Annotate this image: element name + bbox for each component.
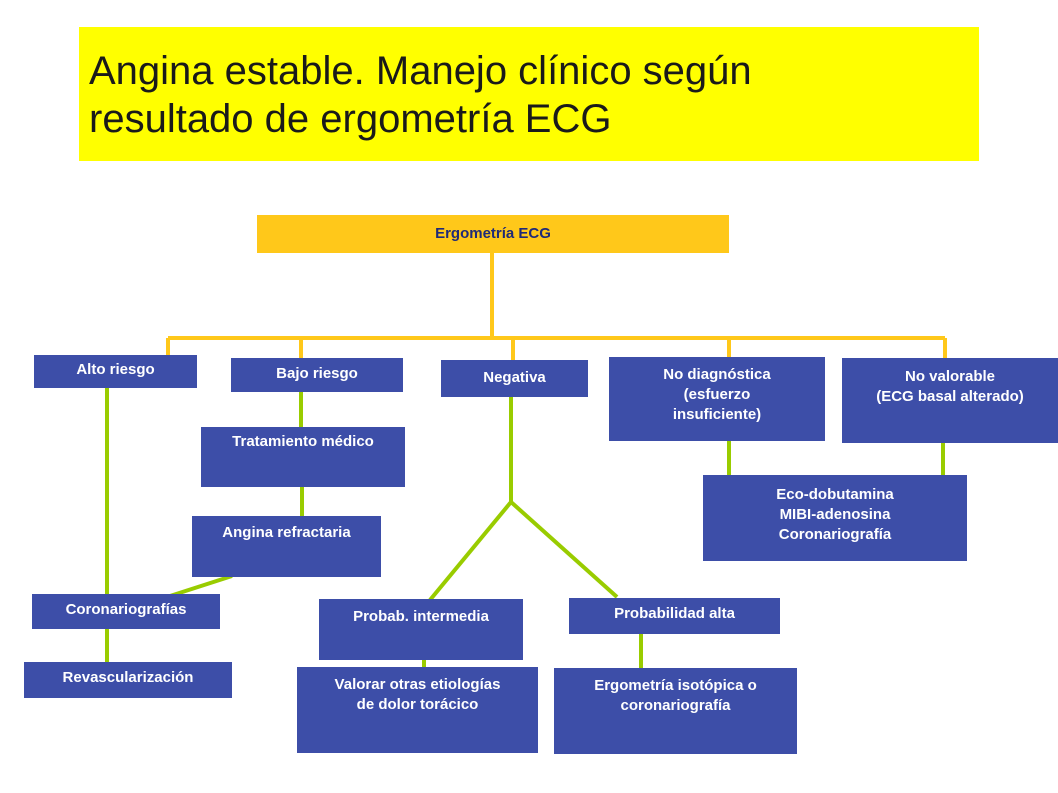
- node-coronariografias: Coronariografías: [32, 594, 220, 629]
- node-no-valorable: No valorable (ECG basal alterado): [842, 358, 1058, 443]
- node-angina-refractaria: Angina refractaria: [192, 516, 381, 577]
- link-angina-coronariografias: [169, 574, 233, 598]
- node-probabilidad-alta: Probabilidad alta: [569, 598, 780, 634]
- root-connectors: [166, 252, 947, 361]
- node-revascularizacion: Revascularización: [24, 662, 232, 698]
- node-no-diagnostica: No diagnóstica (esfuerzo insuficiente): [609, 357, 825, 441]
- slide-title: Angina estable. Manejo clínico según res…: [89, 49, 752, 141]
- title-banner: Angina estable. Manejo clínico según res…: [79, 27, 979, 161]
- branch-connectors: [105, 388, 945, 669]
- link-split-alta: [509, 500, 619, 599]
- node-bajo-riesgo: Bajo riesgo: [231, 358, 403, 392]
- node-probab-intermedia: Probab. intermedia: [319, 599, 523, 660]
- node-alto-riesgo: Alto riesgo: [34, 355, 197, 388]
- node-valorar-otras-etiologias: Valorar otras etiologías de dolor toráci…: [297, 667, 538, 753]
- node-negativa: Negativa: [441, 360, 588, 397]
- root-ergometria-ecg: Ergometría ECG: [257, 215, 729, 253]
- node-eco-dobutamina: Eco-dobutamina MIBI-adenosina Coronariog…: [703, 475, 967, 561]
- node-ergometria-isotopica: Ergometría isotópica o coronariografía: [554, 668, 797, 754]
- link-split-intermedia: [428, 500, 513, 602]
- node-tratamiento-medico: Tratamiento médico: [201, 427, 405, 487]
